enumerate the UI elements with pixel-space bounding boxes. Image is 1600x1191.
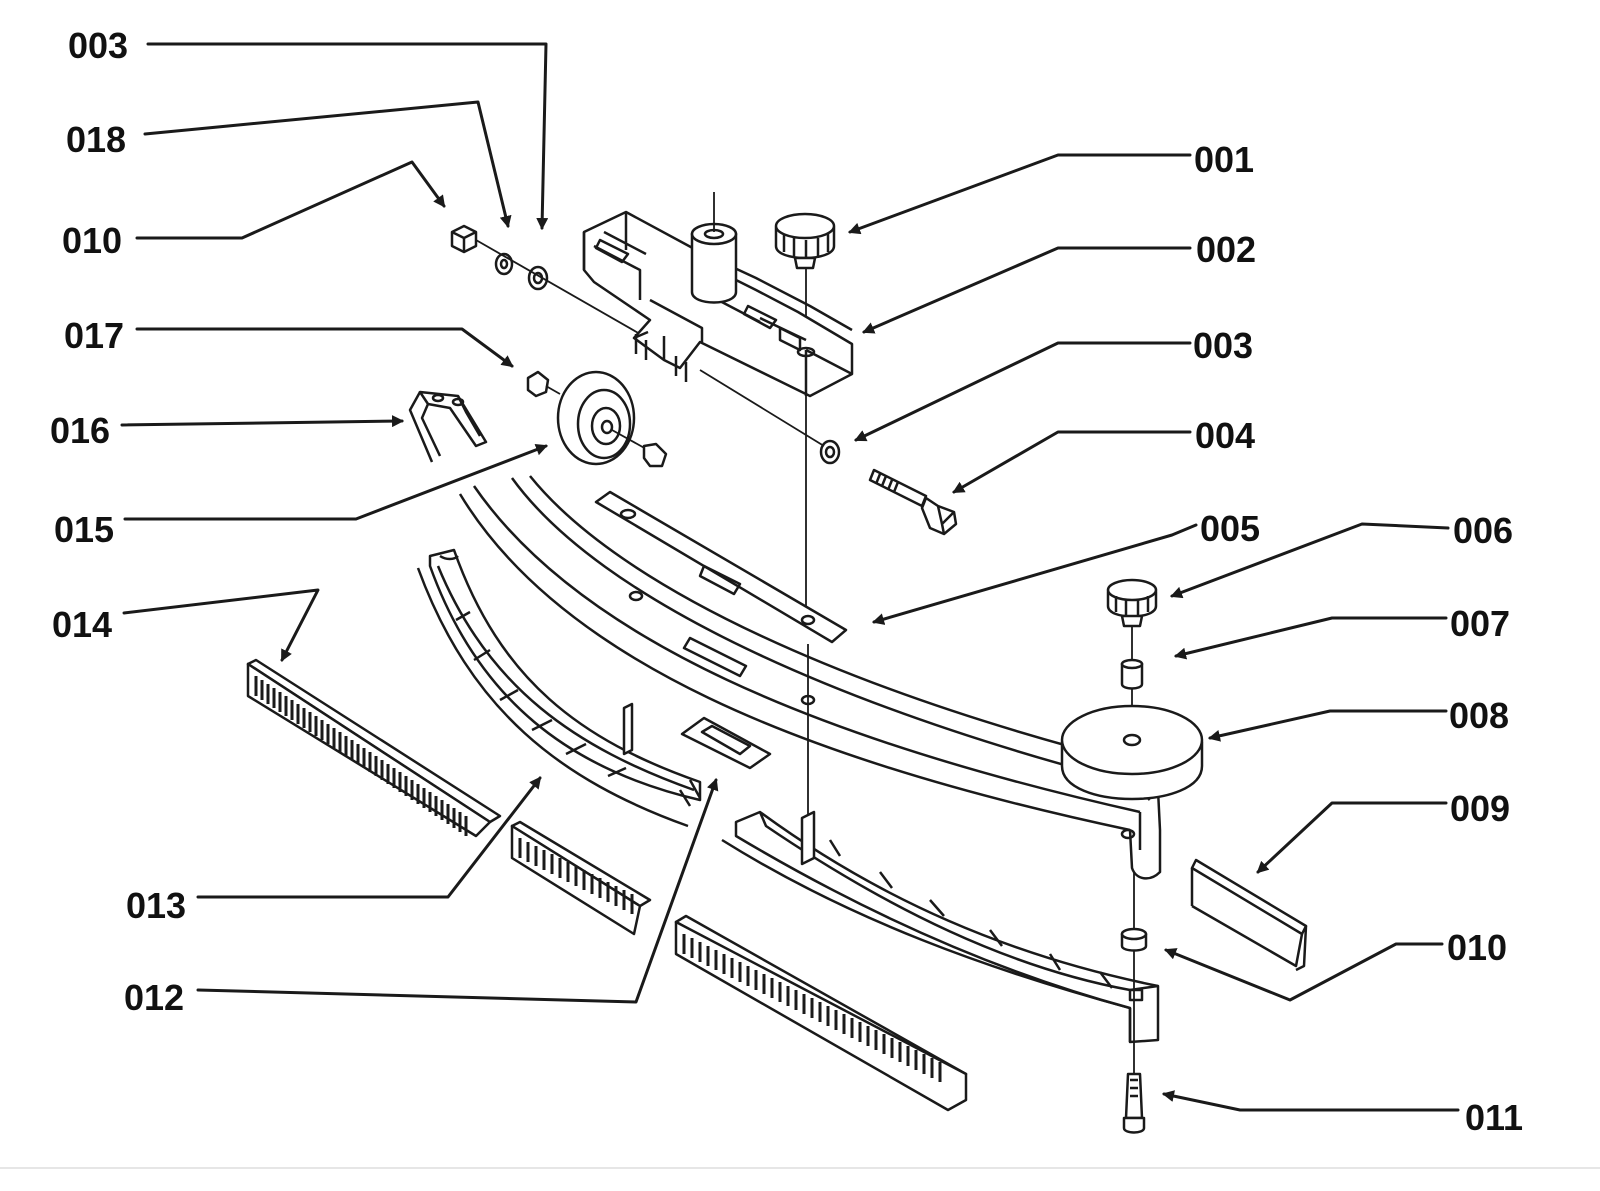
callout-010-right: 010 xyxy=(1447,927,1507,968)
leader-006 xyxy=(1170,522,1450,599)
leader-004 xyxy=(952,430,1192,494)
leader-011 xyxy=(1162,1090,1460,1112)
part-knob-006 xyxy=(1106,578,1158,628)
part-bolt-004 xyxy=(868,468,958,536)
leader-001 xyxy=(848,153,1192,235)
callout-016: 016 xyxy=(50,410,110,451)
part-screw-017 xyxy=(526,370,561,398)
leader-007 xyxy=(1174,616,1448,660)
leader-005 xyxy=(872,523,1198,625)
callout-014: 014 xyxy=(52,604,112,645)
callout-015: 015 xyxy=(54,509,114,550)
callout-013: 013 xyxy=(126,885,186,926)
part-spacer-010 xyxy=(1120,927,1148,952)
callout-003-right: 003 xyxy=(1193,325,1253,366)
part-washer-003-top xyxy=(527,265,549,291)
parts xyxy=(246,192,1308,1134)
leader-002 xyxy=(862,246,1192,334)
part-strip-009 xyxy=(1190,858,1308,972)
leader-015 xyxy=(123,443,548,521)
callout-006: 006 xyxy=(1453,510,1513,551)
leader-003-right xyxy=(854,341,1192,442)
part-knob-001 xyxy=(774,212,836,270)
axis-line-bolt xyxy=(699,369,825,447)
callout-008: 008 xyxy=(1449,695,1509,736)
leader-003-top xyxy=(146,42,549,230)
callout-012: 012 xyxy=(124,977,184,1018)
part-wheel-015 xyxy=(556,370,668,468)
axis-line-left xyxy=(475,239,641,335)
leader-008 xyxy=(1208,709,1448,742)
callout-017: 017 xyxy=(64,315,124,356)
part-bolt-011 xyxy=(1122,1072,1146,1134)
leader-018 xyxy=(143,100,512,228)
part-rail-main xyxy=(458,475,1162,880)
callout-labels: 003 018 010 017 016 015 014 013 012 001 … xyxy=(50,25,1523,1138)
part-washer-003-right xyxy=(819,439,841,465)
part-frame-013 xyxy=(428,548,702,807)
leader-010-left xyxy=(135,160,446,240)
part-disc-008 xyxy=(1060,704,1204,801)
part-slider-012 xyxy=(680,716,772,770)
part-bristle-strip-014 xyxy=(246,658,502,838)
leader-016 xyxy=(120,415,404,428)
part-clip-016 xyxy=(408,390,488,463)
callout-003-top: 003 xyxy=(68,25,128,66)
callout-018: 018 xyxy=(66,119,126,160)
callout-007: 007 xyxy=(1450,603,1510,644)
part-bracket-002 xyxy=(582,192,854,398)
callout-001: 001 xyxy=(1194,139,1254,180)
callout-004: 004 xyxy=(1195,415,1255,456)
leader-014 xyxy=(122,588,320,662)
callout-002: 002 xyxy=(1196,229,1256,270)
part-channel-lower xyxy=(416,567,1160,1044)
part-plate-005 xyxy=(594,490,848,644)
callout-005: 005 xyxy=(1200,508,1260,549)
leader-013 xyxy=(196,776,542,899)
leader-012 xyxy=(196,778,719,1004)
leader-lines xyxy=(120,42,1460,1112)
callout-011: 011 xyxy=(1465,1097,1523,1138)
part-nut-010 xyxy=(450,224,478,254)
callout-009: 009 xyxy=(1450,788,1510,829)
leader-010-right xyxy=(1164,942,1444,1002)
leader-017 xyxy=(135,327,514,368)
part-bristle-strip-lower xyxy=(674,914,968,1112)
part-sleeve-007 xyxy=(1120,658,1144,690)
callout-010-left: 010 xyxy=(62,220,122,261)
part-bristle-strip-mid xyxy=(510,820,652,936)
leader-009 xyxy=(1256,801,1448,874)
